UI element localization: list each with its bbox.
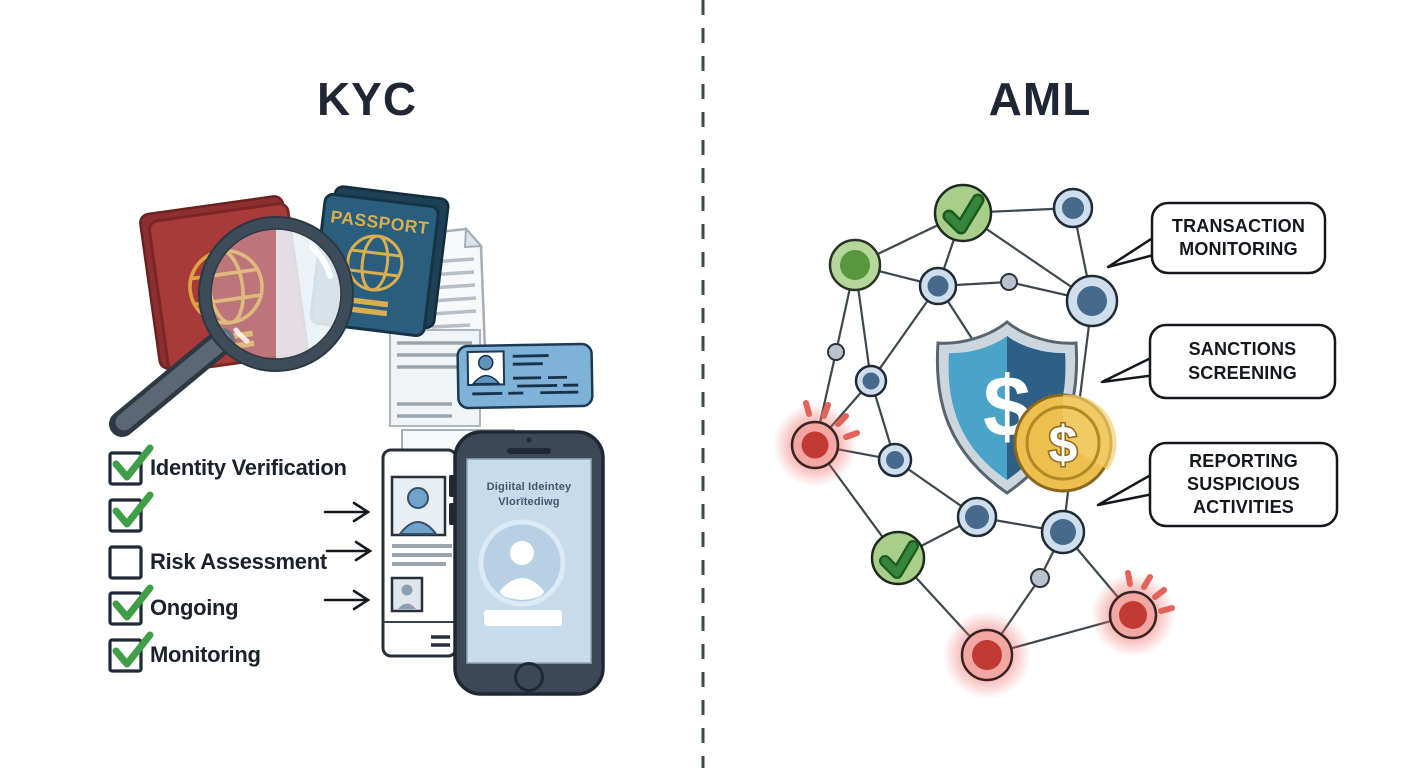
checklist-checkboxes [108, 444, 154, 673]
check-icon [112, 444, 154, 481]
alert-node-icon [790, 420, 1158, 682]
alert-rays-icon [803, 400, 1175, 614]
checklist-item-ongoing: Ongoing [150, 595, 239, 620]
coin-dollar-symbol: $ [1049, 416, 1078, 474]
checklist-item-risk-assessment: Risk Assessment [150, 549, 327, 574]
green-check-node-icon [933, 183, 993, 243]
callout-sanctions-screening: SANCTIONS SCREENING [1188, 339, 1297, 383]
checklist-item-identity-verification: Identity Verification [150, 455, 347, 480]
callout-bubbles [1096, 201, 1339, 528]
check-icon [112, 631, 154, 668]
green-check-node-icon [870, 530, 926, 586]
arrow-right-icons [323, 501, 373, 611]
network-graph: $ $ [773, 183, 1339, 699]
aml-title: AML [988, 73, 1092, 125]
id-card-icon [456, 342, 594, 410]
checklist-item-monitoring: Monitoring [150, 642, 261, 667]
callout-reporting-suspicious-activities: REPORTING SUSPICIOUS ACTIVITIES [1186, 450, 1301, 518]
kyc-title: KYC [316, 73, 418, 125]
coin-icon: $ [1013, 393, 1117, 493]
callout-transaction-monitoring: TRANSACTION MONITORING [1171, 215, 1306, 259]
network-nodes [790, 183, 1158, 682]
passport-red-icon [139, 195, 309, 373]
phone-icon [449, 430, 605, 696]
phone-screen-text: Digiital Ideintey Vlorïtediwg [486, 481, 572, 508]
check-icon [112, 491, 154, 528]
check-icon [112, 584, 154, 621]
magnifier-icon [109, 216, 354, 437]
